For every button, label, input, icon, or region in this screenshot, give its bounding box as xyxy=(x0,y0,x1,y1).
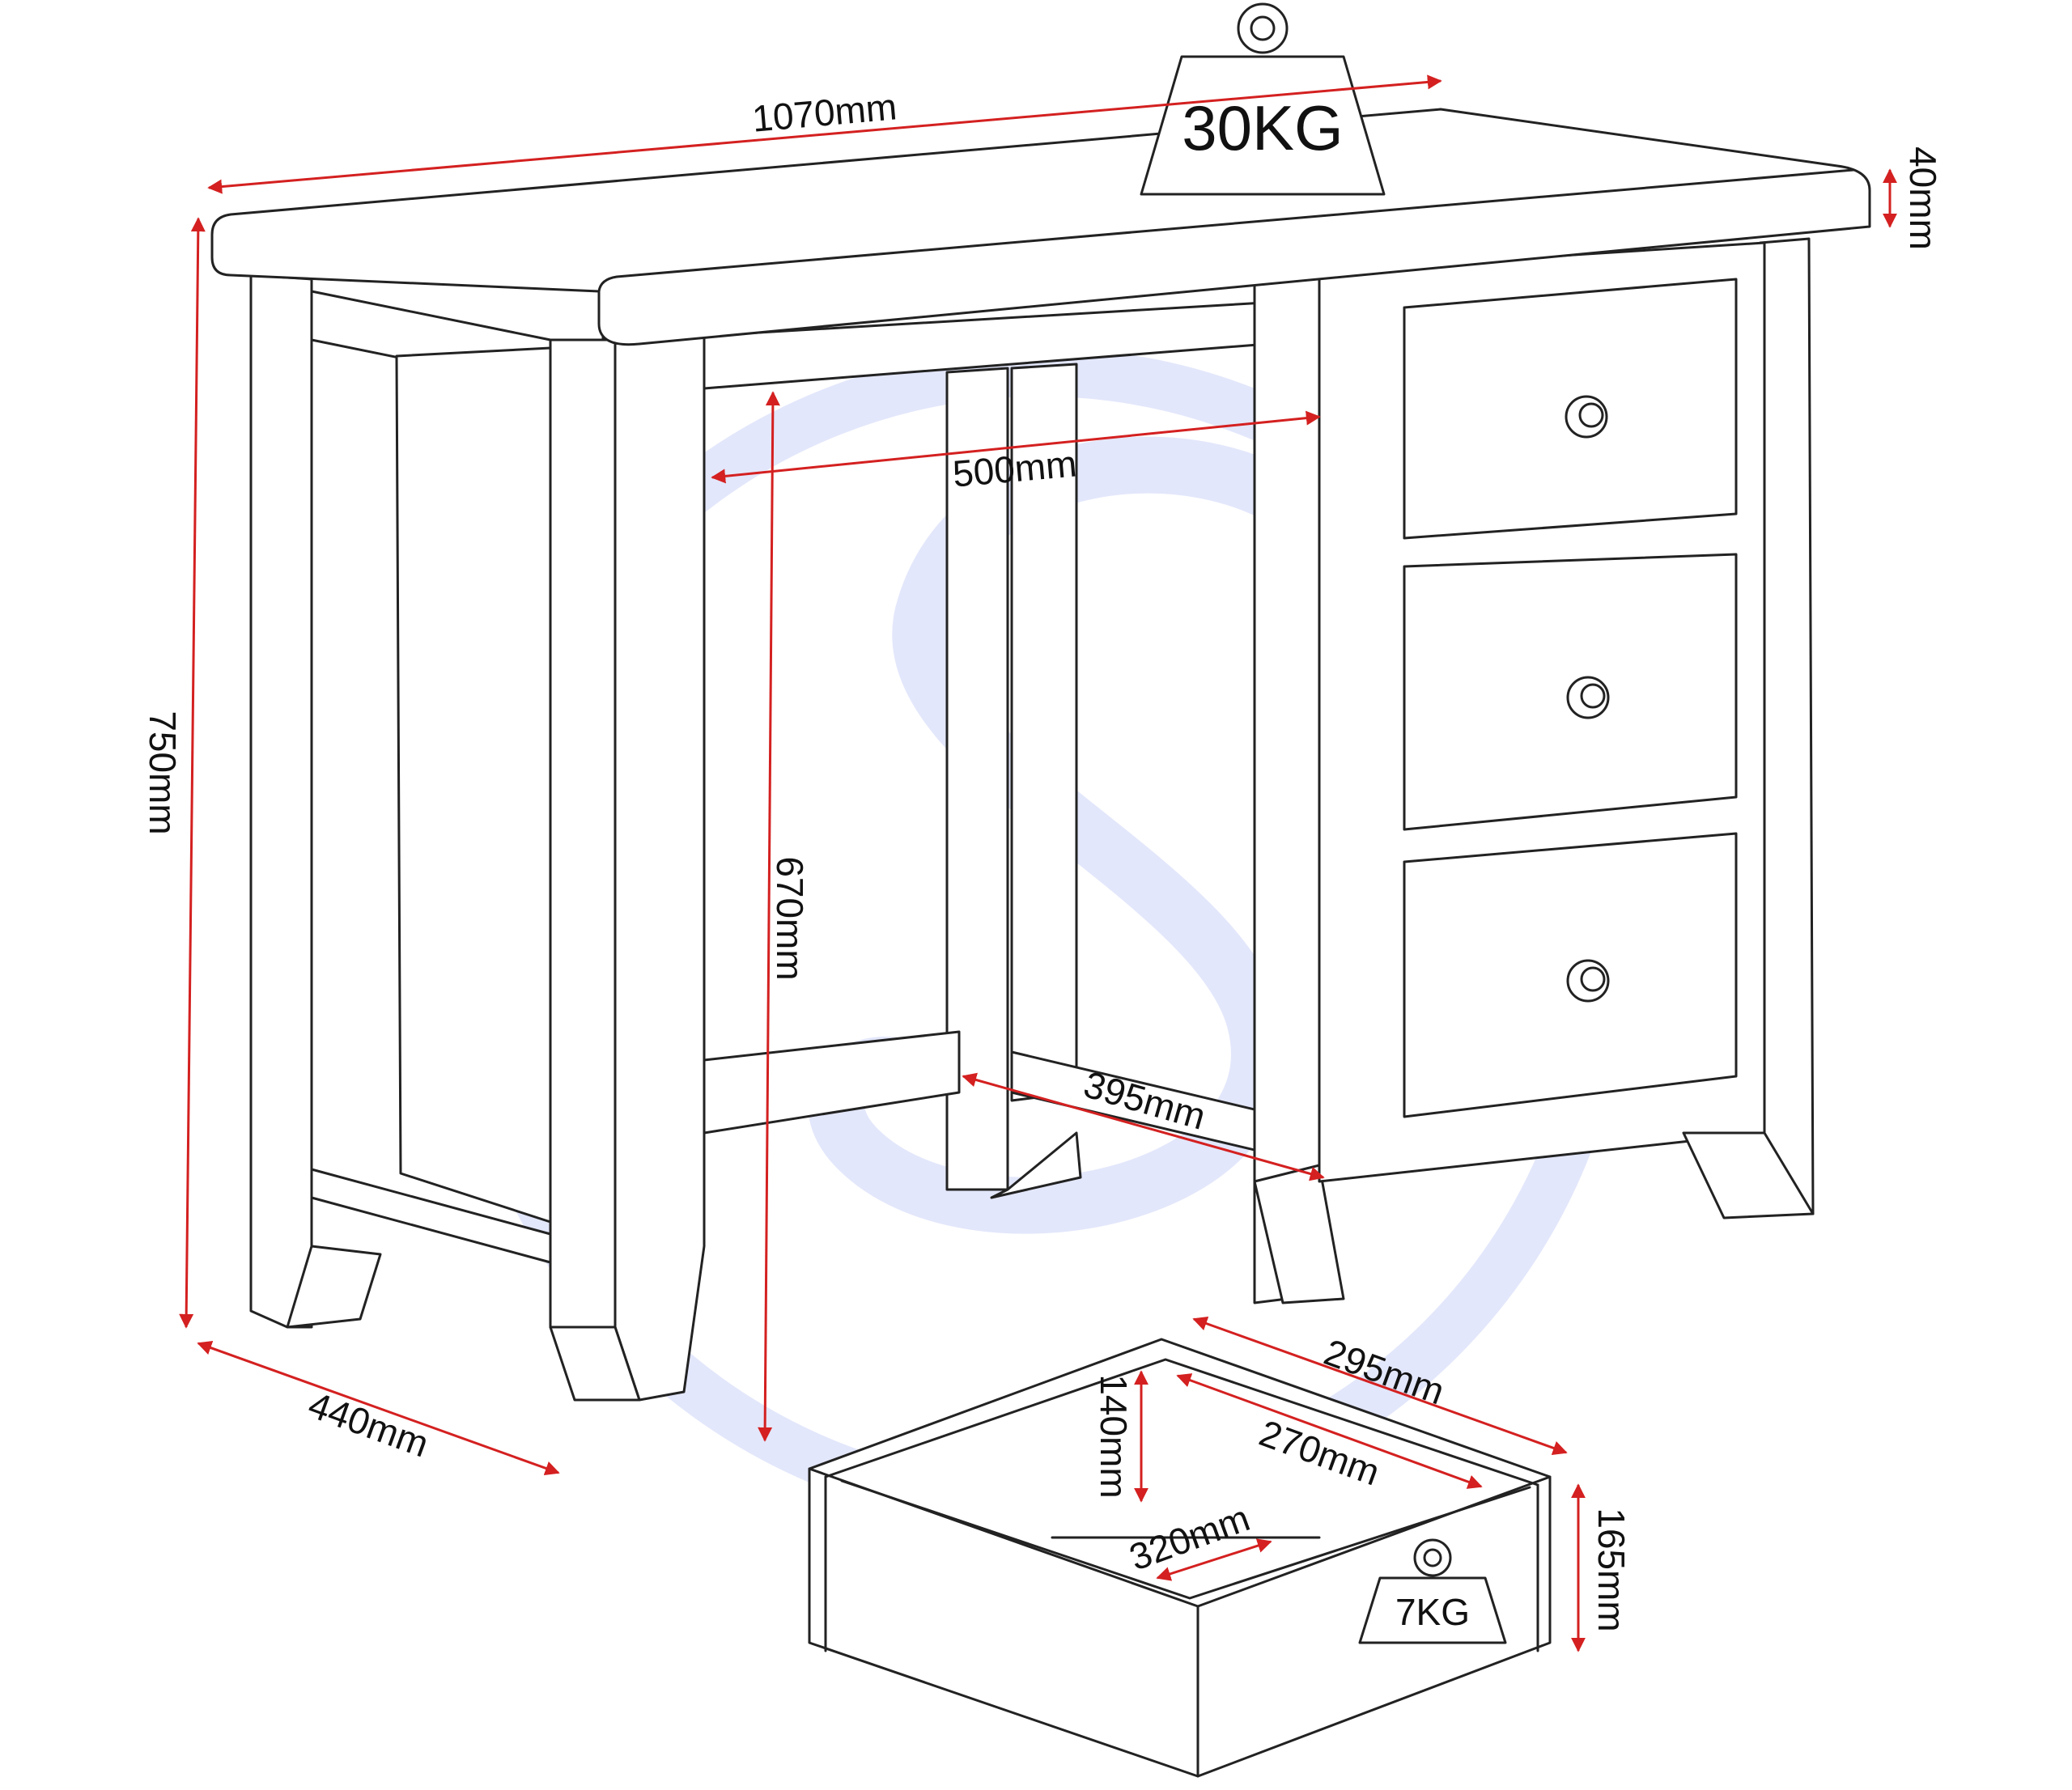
height-label: 750mm xyxy=(142,710,184,834)
left-inner-leg xyxy=(395,346,552,1224)
dim-arrow-knee-height xyxy=(758,391,780,1442)
knob-icon xyxy=(1566,676,1610,719)
drawer-inner-height-label: 140mm xyxy=(1093,1374,1135,1498)
desk-weight-label: 30KG xyxy=(1182,92,1343,163)
knob-icon xyxy=(1566,959,1610,1003)
dim-arrow-drawer-inner-depth xyxy=(1176,1373,1483,1489)
front-left-leg-face xyxy=(614,330,706,1402)
top-thickness-label: 40mm xyxy=(1902,146,1944,250)
back-right-leg xyxy=(1759,237,1815,1215)
front-left-foot xyxy=(549,1326,641,1402)
depth-label: 440mm xyxy=(304,1383,435,1465)
dim-arrow-knee-width xyxy=(711,410,1321,484)
drawer-weight-icon: 7KG xyxy=(1358,1538,1507,1644)
drawer-outer-height-label: 165mm xyxy=(1590,1508,1633,1631)
desk-weight-icon: 30KG xyxy=(1140,2,1386,196)
width-label: 1070mm xyxy=(750,85,898,139)
tabletop xyxy=(210,108,1871,346)
knob-icon xyxy=(1565,395,1608,439)
front-left-leg xyxy=(549,338,617,1329)
dimension-arrows xyxy=(179,74,1897,1652)
left-foot-cut xyxy=(286,1245,382,1329)
dim-arrow-knee-depth xyxy=(962,1072,1325,1181)
pedestal-right-foot xyxy=(1682,1131,1815,1219)
drawer-2 xyxy=(1403,553,1738,831)
dim-arrow-width xyxy=(207,74,1442,194)
dim-arrow-height xyxy=(179,217,206,1329)
drawer-3 xyxy=(1403,832,1738,1118)
dimension-labels: 1070mm 750mm 440mm 40mm 500mm 670mm 395m… xyxy=(142,85,1944,1465)
dim-arrow-depth xyxy=(197,1341,560,1475)
drawer-1 xyxy=(1403,278,1738,540)
left-side-frame xyxy=(249,274,313,1329)
knee-height-label: 670mm xyxy=(769,856,811,980)
dim-arrow-drawer-inner-width xyxy=(1156,1538,1272,1581)
drawer-weight-label: 7KG xyxy=(1395,1591,1470,1633)
